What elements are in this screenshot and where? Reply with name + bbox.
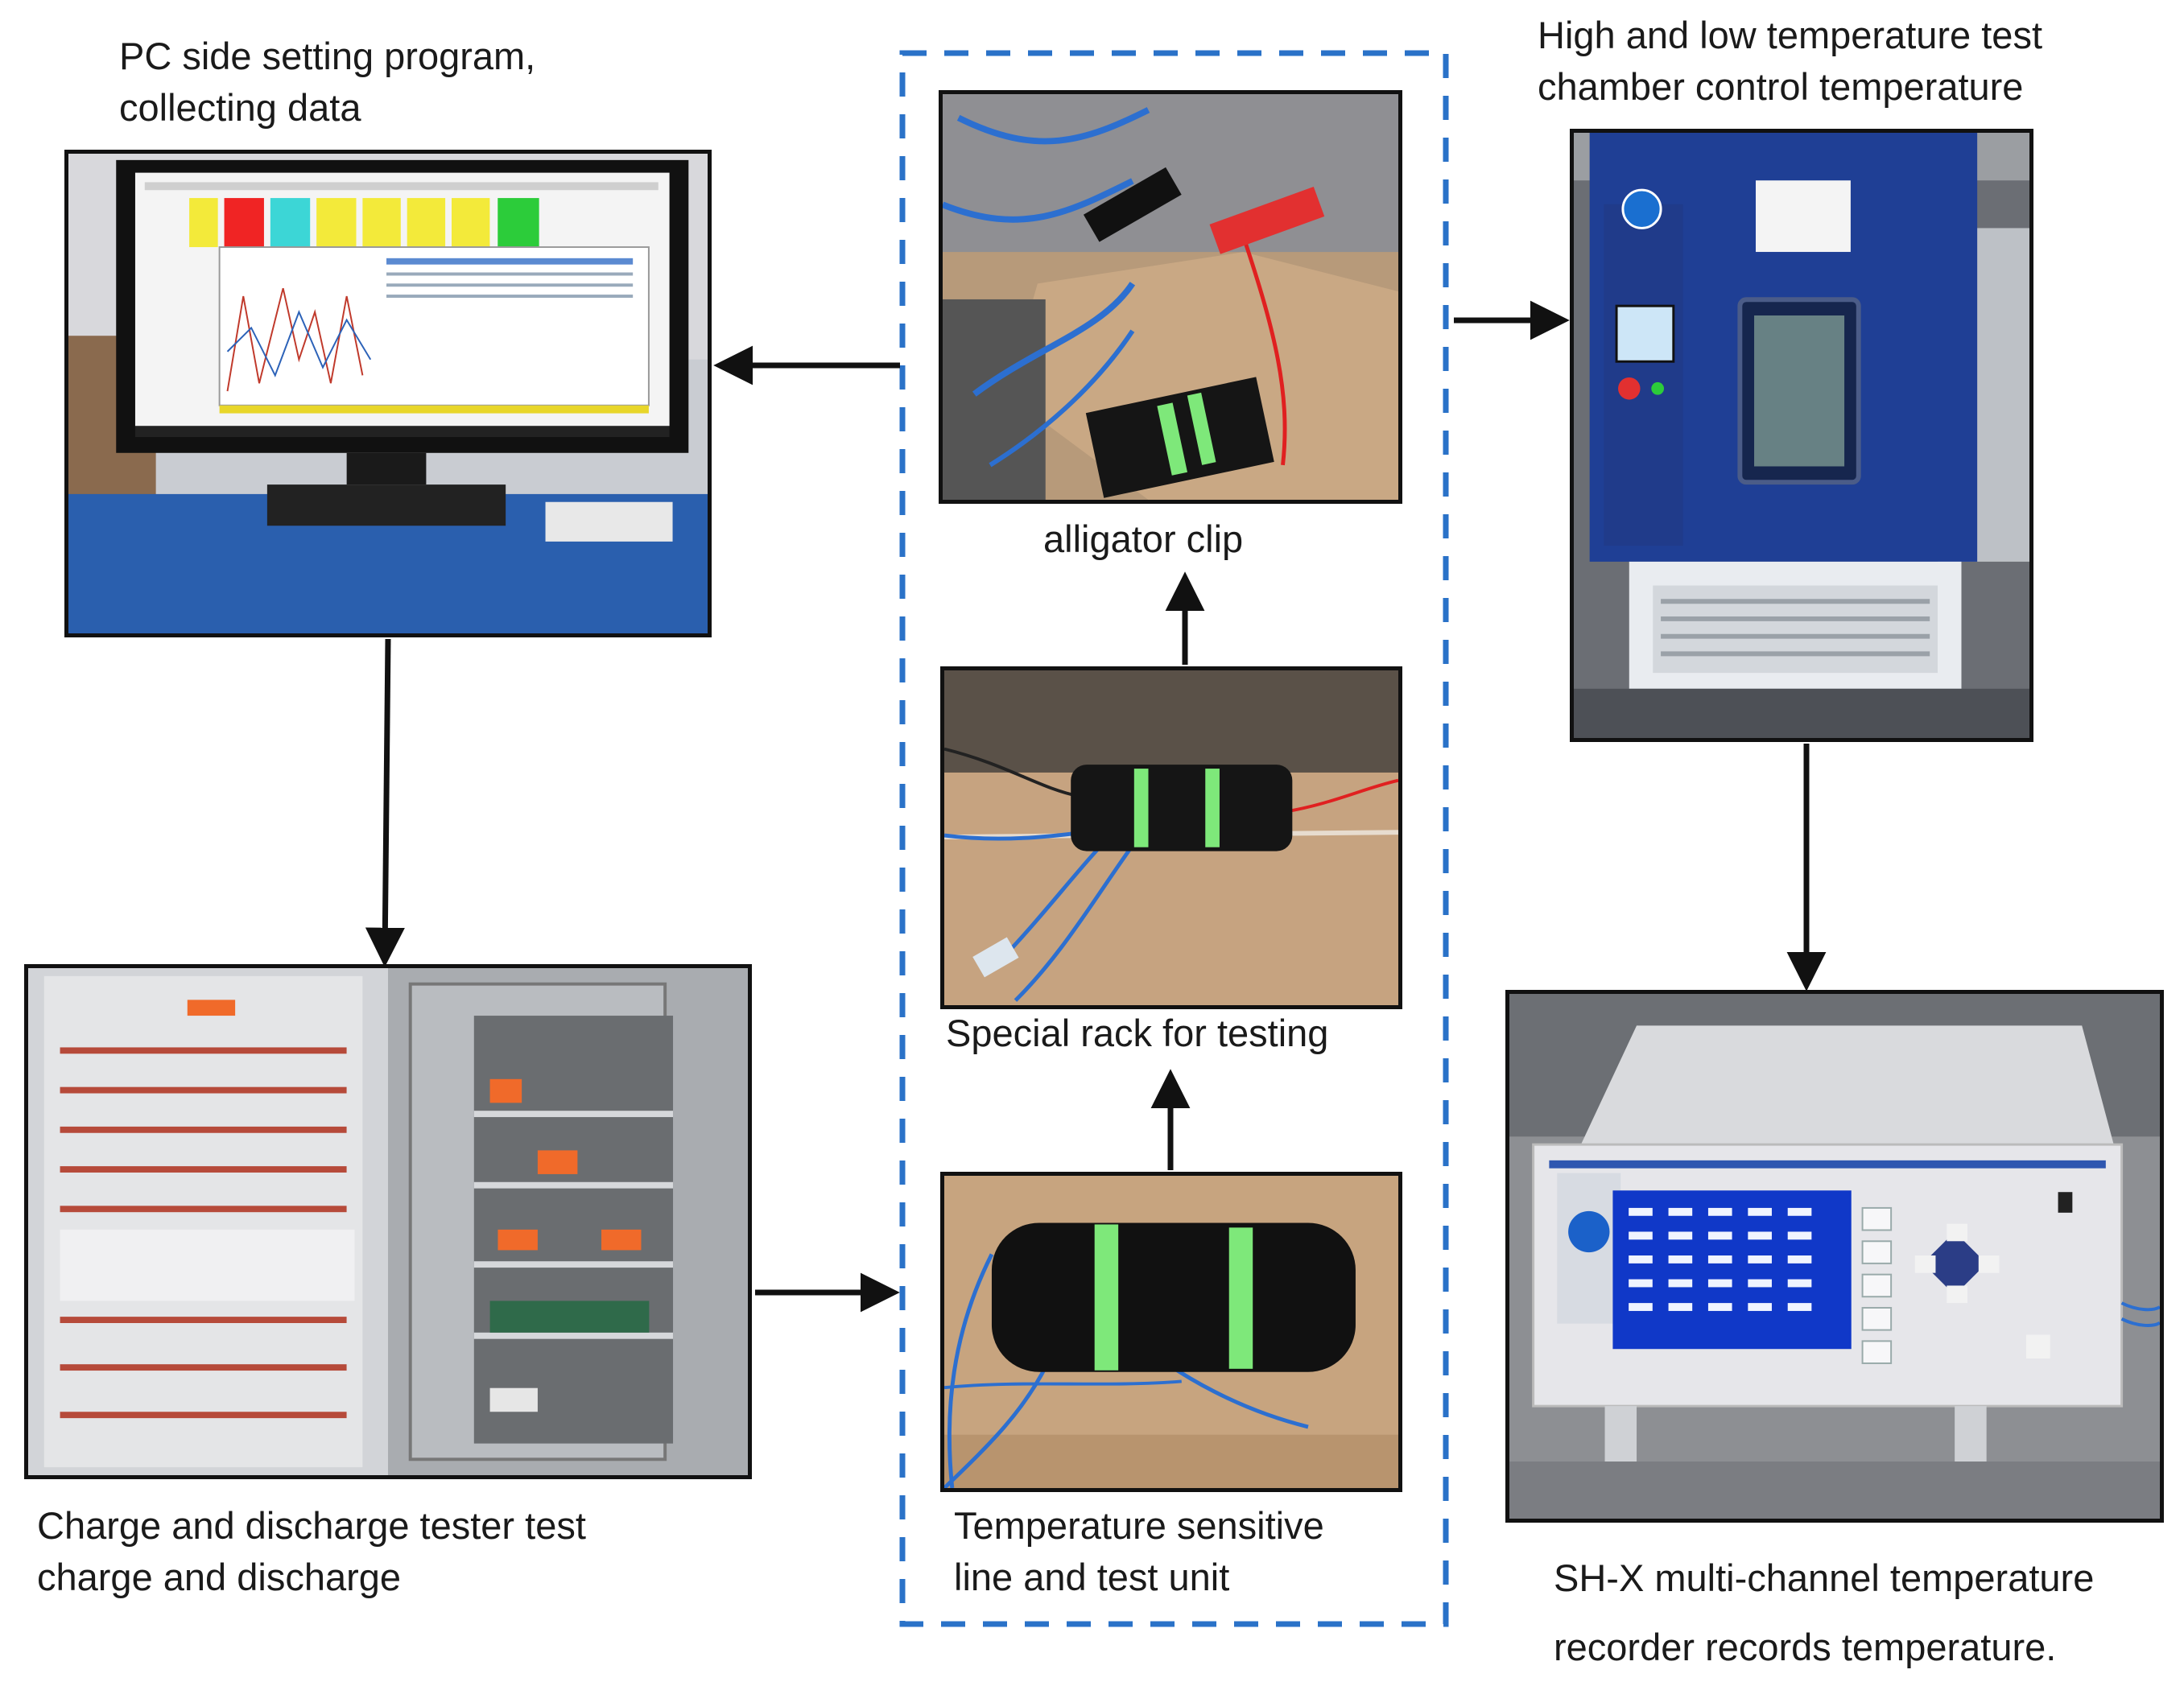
special-rack-caption: Special rack for testing	[946, 1012, 1329, 1054]
temperature-recorder-photo	[1505, 990, 2164, 1523]
temperature-line-photo	[940, 1172, 1402, 1492]
temperature-line-caption: Temperature sensitive line and test unit	[954, 1504, 1324, 1598]
arrow-icon	[365, 638, 405, 967]
test-chamber-photo	[1570, 129, 2033, 742]
pc-monitor-photo	[64, 150, 712, 637]
chamber-caption: High and low temperature test chamber co…	[1538, 14, 2042, 108]
dashed-group-box	[899, 50, 1449, 1627]
charge-tester-caption: Charge and discharge tester test charge …	[37, 1504, 586, 1598]
alligator-clip-caption: alligator clip	[1043, 517, 1244, 560]
charge-discharge-tester-photo	[24, 964, 752, 1479]
recorder-caption: SH-X multi-channel temperature recorder …	[1554, 1556, 2095, 1668]
alligator-clip-photo	[939, 90, 1402, 504]
pc-caption: PC side setting program, collecting data	[119, 35, 536, 129]
special-rack-photo	[940, 666, 1402, 1009]
